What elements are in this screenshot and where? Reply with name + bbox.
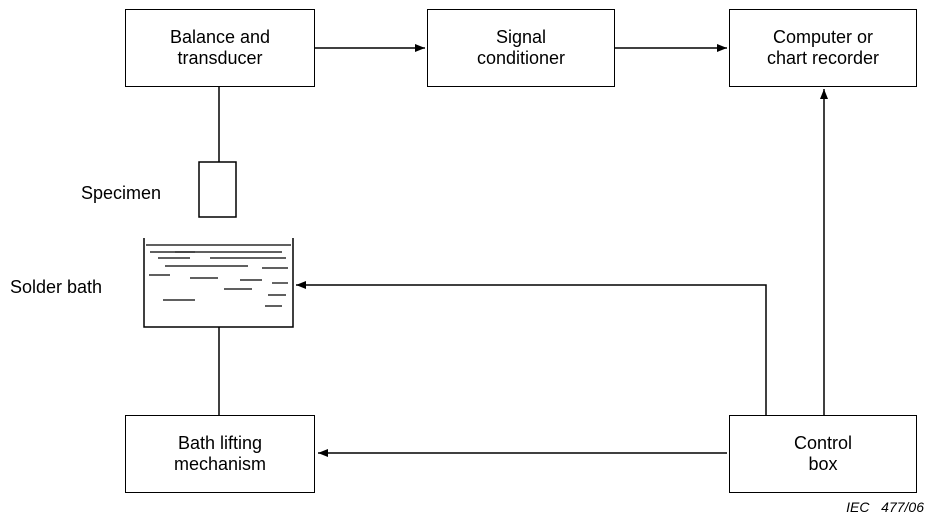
specimen-shape [198, 161, 237, 218]
balance-transducer-label: Balance and transducer [169, 27, 271, 68]
solder-bath-container [143, 238, 294, 328]
control-box-label: Control box [793, 433, 853, 474]
figure-code: IEC 477/06 [846, 499, 924, 515]
bath-lifting-label: Bath lifting mechanism [173, 433, 267, 474]
solder-bath-label: Solder bath [10, 277, 103, 297]
control-box-block: Control box [729, 415, 917, 493]
balance-transducer-block: Balance and transducer [125, 9, 315, 87]
specimen-label: Specimen [81, 183, 162, 203]
arrow-control-to-bath [296, 281, 767, 415]
solder-surface-lines [146, 244, 291, 307]
computer-recorder-block: Computer or chart recorder [729, 9, 917, 87]
bath-lifting-block: Bath lifting mechanism [125, 415, 315, 493]
signal-conditioner-label: Signal conditioner [476, 27, 566, 68]
computer-recorder-label: Computer or chart recorder [766, 27, 880, 68]
signal-conditioner-block: Signal conditioner [427, 9, 615, 87]
